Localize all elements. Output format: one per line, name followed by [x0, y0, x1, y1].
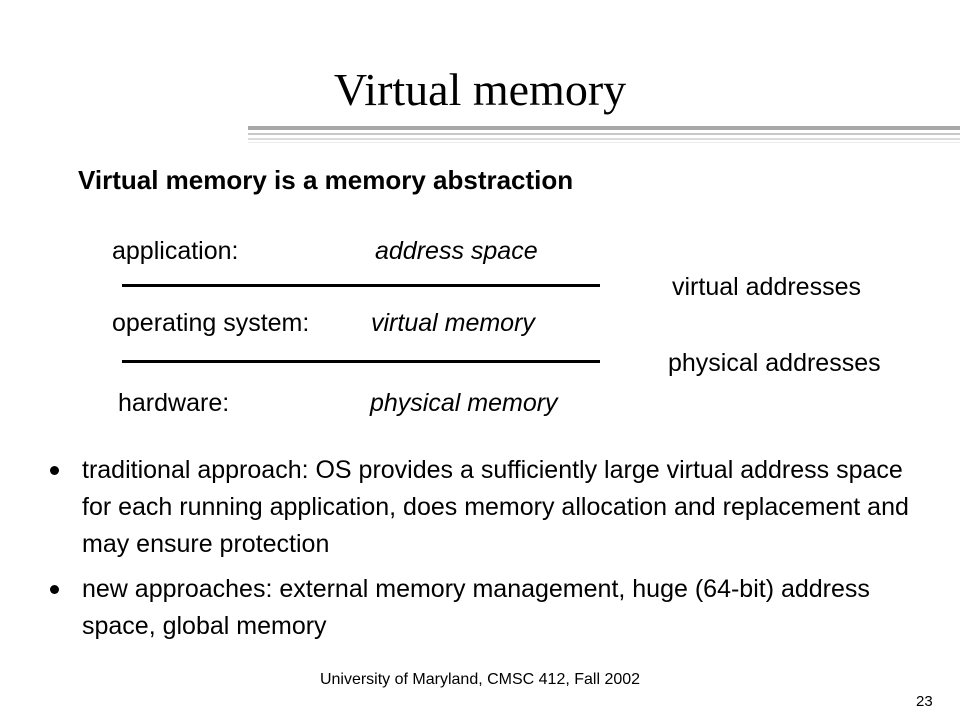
boundary-line-physical [122, 360, 600, 363]
bullet-text: traditional approach: OS provides a suff… [82, 456, 909, 558]
boundary-line-virtual [122, 284, 600, 287]
title-rule-shadow [248, 138, 960, 140]
bullet-list: traditional approach: OS provides a suff… [50, 452, 930, 653]
bullet-text: new approaches: external memory manageme… [82, 575, 870, 640]
layer-value-virtual-memory: virtual memory [371, 309, 535, 337]
title-rule [248, 126, 960, 130]
title-rule-shadow [248, 133, 960, 135]
layer-label-operating-system: operating system: [112, 309, 310, 337]
footer-text: University of Maryland, CMSC 412, Fall 2… [319, 671, 641, 688]
layer-value-physical-memory: physical memory [370, 389, 558, 417]
boundary-label-physical-addresses: physical addresses [668, 349, 881, 377]
page-number: 23 [916, 693, 933, 710]
bullet-item: new approaches: external memory manageme… [50, 571, 930, 645]
bullet-dot-icon [50, 466, 59, 475]
layer-label-hardware: hardware: [118, 389, 230, 417]
slide-title: Virtual memory [333, 64, 627, 115]
bullet-dot-icon [50, 585, 59, 594]
layer-value-address-space: address space [375, 237, 538, 265]
bullet-item: traditional approach: OS provides a suff… [50, 452, 930, 563]
boundary-label-virtual-addresses: virtual addresses [672, 273, 861, 301]
title-rule-shadow [248, 142, 960, 143]
layer-label-application: application: [112, 237, 239, 265]
slide-subtitle: Virtual memory is a memory abstraction [78, 165, 574, 195]
